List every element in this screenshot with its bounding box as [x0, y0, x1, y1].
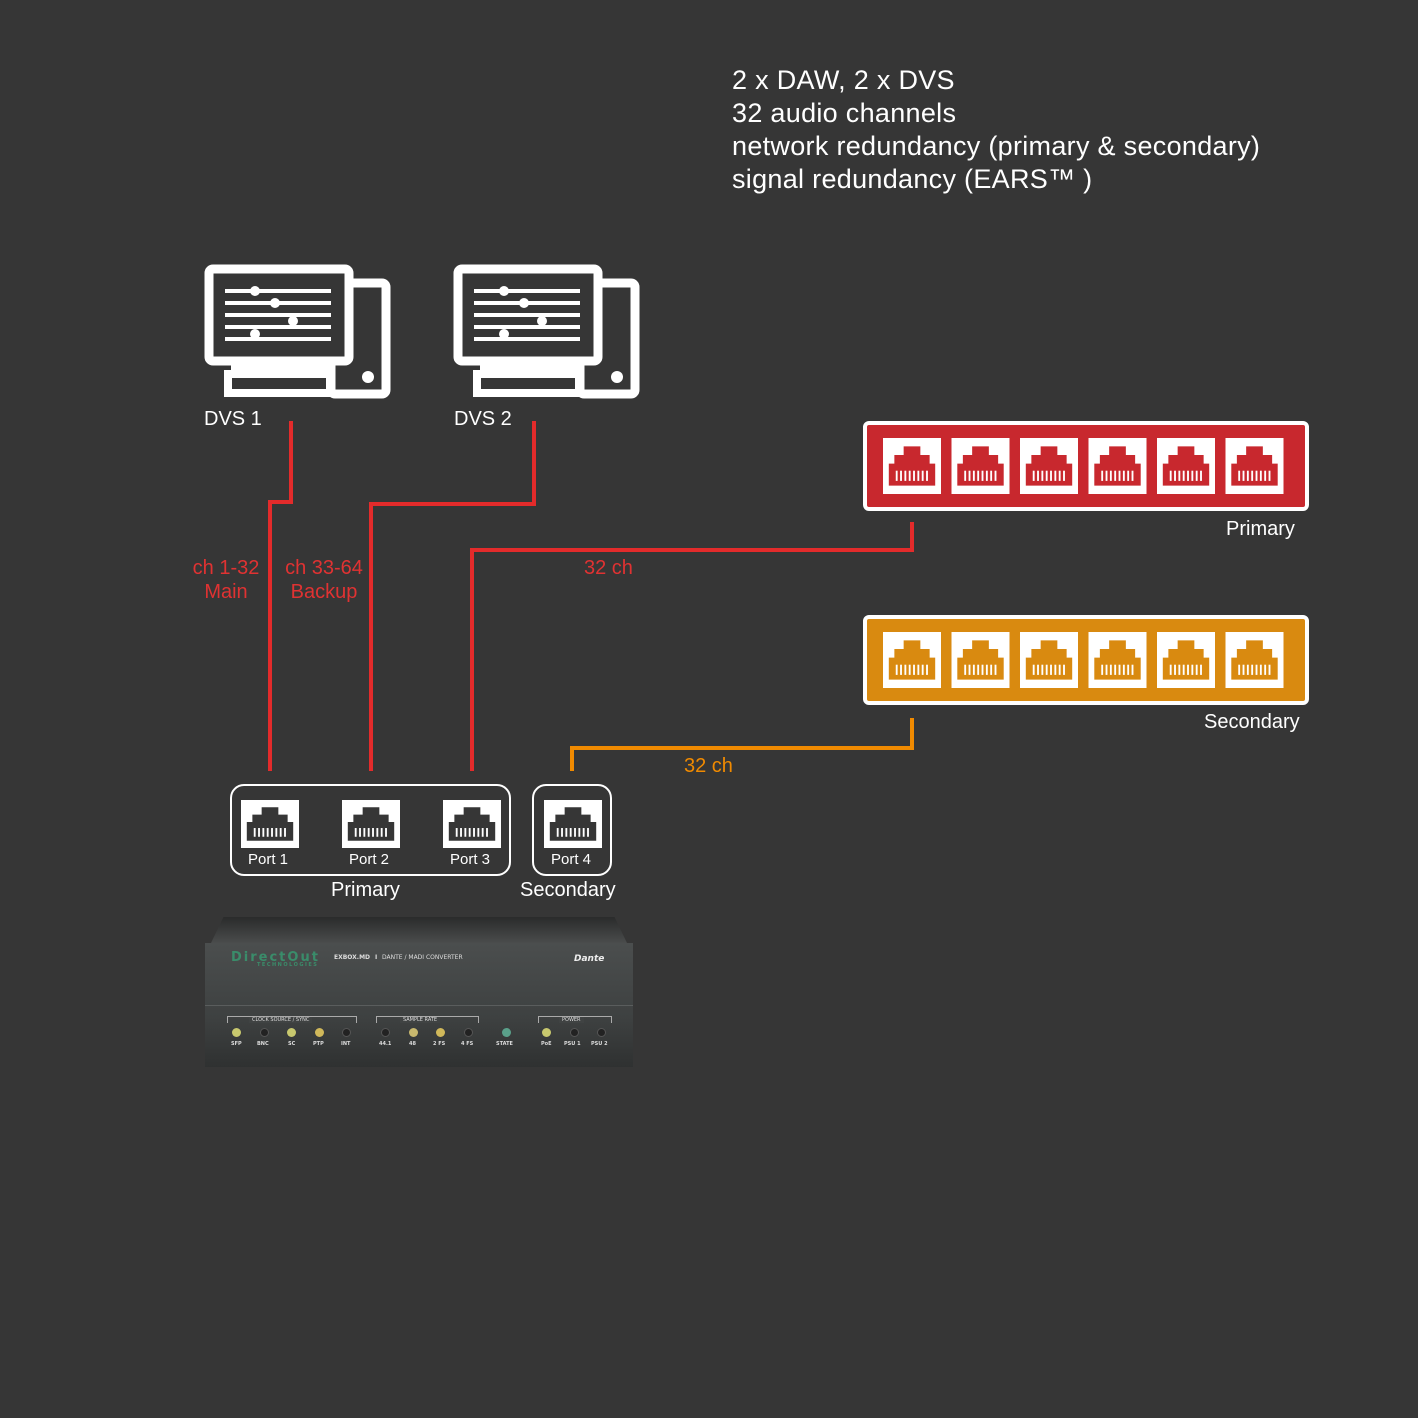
rate-4fs-led [464, 1028, 473, 1037]
sfp-label: SFP [231, 1041, 242, 1047]
primary-switch-label: Primary [1226, 518, 1295, 540]
clock-group-label: CLOCK SOURCE / SYNC [249, 1017, 313, 1023]
dvs2-backup-cable [369, 421, 536, 771]
ptp-label: PTP [313, 1041, 324, 1047]
model-separator: I [375, 954, 378, 961]
state-label: STATE [496, 1041, 513, 1047]
computer-icon [453, 264, 640, 399]
dvs2-label: DVS 2 [454, 408, 512, 430]
rate-2fs-led [436, 1028, 445, 1037]
model-label: EXBOX.MD [334, 954, 371, 961]
description-line-2: 32 audio channels [732, 98, 957, 128]
ethernet-port-icon [1020, 632, 1078, 688]
rate-2fs-label: 2 FS [433, 1041, 446, 1047]
computer-icon [204, 264, 391, 399]
poe-label: PoE [541, 1041, 552, 1047]
port-2-label: Port 2 [349, 851, 390, 868]
main-channel-label: ch 1-32 Main [186, 556, 266, 604]
ethernet-port-icon [1157, 438, 1215, 494]
primary-switch [863, 421, 1309, 511]
dvs1-label: DVS 1 [204, 408, 262, 430]
secondary-switch [863, 615, 1309, 705]
rate-441-label: 44.1 [379, 1041, 392, 1047]
rate-48-led [409, 1028, 418, 1037]
rate-441-led [381, 1028, 390, 1037]
exbox-device: DirectOut TECHNOLOGIES EXBOX.MD I DANTE … [205, 917, 633, 1067]
ethernet-port-icon [951, 438, 1010, 494]
main-name: Main [204, 581, 248, 603]
ethernet-port-icon [1225, 438, 1284, 494]
brand-logo: DirectOut [231, 950, 320, 965]
primary-group-label: Primary [331, 879, 400, 901]
ethernet-port-icon [1157, 632, 1215, 688]
ptp-led [315, 1028, 324, 1037]
ethernet-port-icon [1020, 438, 1078, 494]
description-line-3: network redundancy (primary & secondary) [732, 131, 1261, 161]
secondary-switch-label: Secondary [1204, 711, 1300, 733]
secondary-link-label: 32 ch [684, 755, 733, 777]
secondary-group-label: Secondary [520, 879, 616, 901]
rate-group-label: SAMPLE RATE [400, 1017, 441, 1023]
sc-label: SC [288, 1041, 296, 1047]
rate-48-label: 48 [409, 1041, 416, 1047]
psu1-led [570, 1028, 579, 1037]
rate-group-bracket [376, 1016, 479, 1023]
ethernet-port-icon [443, 800, 501, 848]
ethernet-port-icon [1225, 632, 1284, 688]
backup-channel-label: ch 33-64 Backup [278, 556, 370, 604]
description-line-1: 2 x DAW, 2 x DVS [732, 65, 955, 95]
psu1-label: PSU 1 [564, 1041, 581, 1047]
ethernet-port-icon [342, 800, 400, 848]
ethernet-port-icon [883, 632, 941, 688]
int-led [342, 1028, 351, 1037]
rate-4fs-label: 4 FS [461, 1041, 474, 1047]
sc-led [287, 1028, 296, 1037]
int-label: INT [341, 1041, 351, 1047]
clock-group-bracket [227, 1016, 357, 1023]
brand-sub: TECHNOLOGIES [257, 962, 319, 968]
ethernet-port-icon [1088, 632, 1147, 688]
ethernet-port-icon [883, 438, 941, 494]
description-line-4: signal redundancy (EARS™ ) [732, 164, 1093, 194]
port-1-label: Port 1 [248, 851, 289, 868]
bnc-label: BNC [257, 1041, 269, 1047]
port-3-label: Port 3 [450, 851, 491, 868]
power-group-label: POWER [559, 1017, 584, 1023]
backup-name: Backup [290, 581, 358, 603]
backup-range: ch 33-64 [285, 557, 363, 579]
main-range: ch 1-32 [192, 557, 260, 579]
psu2-label: PSU 2 [591, 1041, 608, 1047]
psu2-led [597, 1028, 606, 1037]
secondary-switch-cable [570, 718, 914, 771]
port-4-label: Port 4 [551, 851, 592, 868]
ethernet-port-icon [544, 800, 602, 848]
dvs1-main-cable [268, 421, 293, 771]
poe-led [542, 1028, 551, 1037]
ethernet-port-icon [951, 632, 1010, 688]
primary-switch-cable [470, 522, 914, 771]
secondary-port-group [532, 784, 612, 876]
switch-ports [883, 632, 1284, 688]
bnc-led [260, 1028, 269, 1037]
description-block: 2 x DAW, 2 x DVS 32 audio channels netwo… [732, 64, 1260, 196]
primary-port-group [230, 784, 511, 876]
dante-logo: Dante [574, 954, 605, 964]
ethernet-port-icon [1088, 438, 1147, 494]
model-subtitle: DANTE / MADI CONVERTER [382, 954, 463, 961]
sfp-led [232, 1028, 241, 1037]
ethernet-port-icon [241, 800, 299, 848]
primary-link-label: 32 ch [584, 557, 633, 579]
state-led [502, 1028, 511, 1037]
switch-ports [883, 438, 1284, 494]
power-group-bracket [538, 1016, 612, 1023]
